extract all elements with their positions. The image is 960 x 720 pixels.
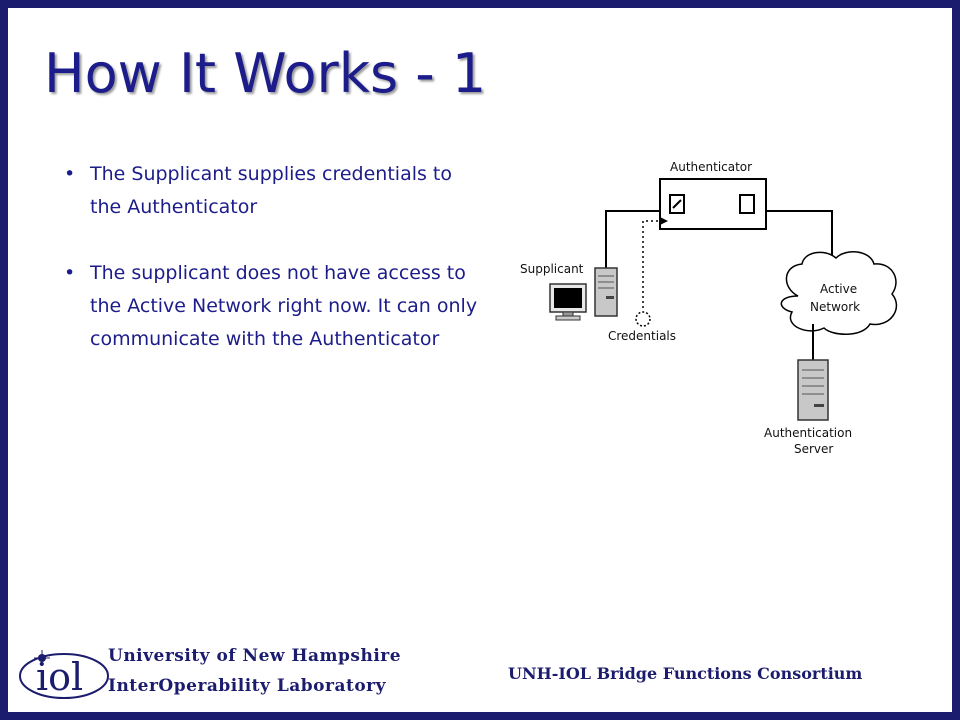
network-diagram: Authenticator Supplicant (520, 160, 898, 456)
auth-server-label-line2: Server (794, 442, 833, 456)
logo-text: iol (36, 655, 83, 699)
monitor-icon (549, 283, 587, 321)
credentials-token-icon (635, 311, 651, 327)
bullet-item: • The supplicant does not have access to… (62, 257, 482, 356)
supplicant-server-icon (594, 267, 618, 317)
bullet-dot: • (64, 262, 76, 284)
consortium-name: UNH-IOL Bridge Functions Consortium (508, 664, 863, 683)
supplicant-label: Supplicant (520, 262, 584, 276)
bullet-dot: • (64, 163, 76, 185)
port-switch-icon (672, 199, 682, 209)
bullet-text: The supplicant does not have access to t… (90, 262, 478, 350)
network-wire (766, 210, 833, 260)
auth-port-open-icon (739, 194, 755, 214)
bullet-item: • The Supplicant supplies credentials to… (62, 158, 482, 224)
iol-logo-icon: iol (19, 650, 109, 699)
auth-server-label-line1: Authentication (764, 426, 852, 440)
authenticator-label: Authenticator (670, 160, 752, 174)
credentials-path (642, 220, 662, 308)
org-line-2: InterOperability Laboratory (108, 676, 387, 696)
cloud-icon (780, 251, 898, 335)
slide-title: How It Works - 1 (44, 42, 487, 105)
supplicant-wire (605, 210, 660, 268)
auth-server-icon (797, 359, 829, 421)
cloud-label-line1: Active (820, 282, 857, 296)
slide: How It Works - 1 • The Supplicant suppli… (8, 8, 952, 712)
org-name-block: University of New Hampshire InterOperabi… (108, 646, 401, 696)
bullet-list: • The Supplicant supplies credentials to… (62, 158, 482, 389)
credentials-arrow-icon (660, 217, 668, 225)
credentials-label: Credentials (608, 329, 676, 343)
org-line-1: University of New Hampshire (108, 646, 402, 666)
cloud-label-line2: Network (810, 300, 860, 314)
bullet-text: The Supplicant supplies credentials to t… (90, 163, 453, 218)
